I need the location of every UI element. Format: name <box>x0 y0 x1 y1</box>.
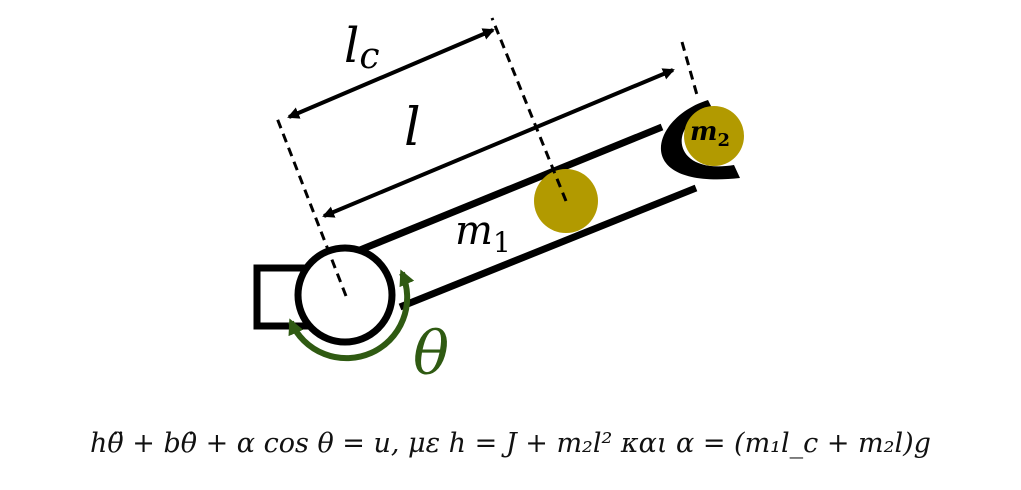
label-lc: lc <box>344 18 380 77</box>
label-m2: m2 <box>690 117 730 151</box>
l-dimension-arrow <box>322 68 675 218</box>
label-l: l <box>404 98 421 158</box>
label-m1: m1 <box>455 208 511 259</box>
gripper <box>660 100 740 180</box>
label-theta: θ <box>413 319 449 389</box>
lc-dimension-arrow <box>287 28 495 119</box>
theta-rotation-arrow <box>288 269 415 362</box>
equation: hθ̈ + bθ̇ + α cos θ = u, με h = J + m₂l²… <box>90 428 931 459</box>
mass-m2-circle <box>684 106 744 166</box>
